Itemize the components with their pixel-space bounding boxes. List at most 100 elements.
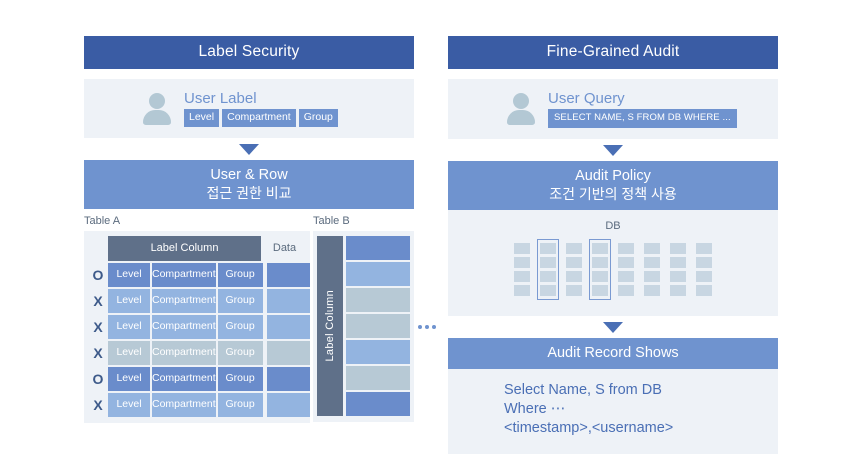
db-cell xyxy=(592,285,608,296)
user-query-chips: SELECT NAME, S FROM DB WHERE ... xyxy=(548,109,737,128)
db-cell xyxy=(514,257,530,268)
table-b-cell xyxy=(346,262,410,286)
user-label-box: User Label Level Compartment Group xyxy=(84,79,414,138)
db-cell xyxy=(618,271,634,282)
stage-title-ko: 접근 권한 비교 xyxy=(206,185,292,201)
table-a-header-data: Data xyxy=(263,236,306,261)
cell-data xyxy=(266,367,310,391)
cell-level: Level xyxy=(108,263,150,287)
cell-compartment: Compartment xyxy=(152,289,216,313)
cell-compartment: Compartment xyxy=(152,367,216,391)
db-cell xyxy=(566,257,582,268)
diagram-canvas: Label Security User Label Level Compartm… xyxy=(84,0,778,454)
db-column xyxy=(537,239,559,300)
audit-record-line-3: <timestamp>,<username> xyxy=(504,420,674,436)
stage-title-ko: 조건 기반의 정책 사용 xyxy=(549,186,677,202)
panel-title-fine-grained-audit: Fine-Grained Audit xyxy=(448,36,778,69)
audit-record-box: Select Name, S from DB Where ⋯ <timestam… xyxy=(448,369,778,454)
chip-level[interactable]: Level xyxy=(184,109,220,127)
db-cell xyxy=(592,271,608,282)
db-cell xyxy=(644,285,660,296)
allow-marker-icon: O xyxy=(92,267,104,283)
user-query-box: User Query SELECT NAME, S FROM DB WHERE … xyxy=(448,79,778,139)
db-cell xyxy=(696,257,712,268)
table-b-label-column-text: Label Column xyxy=(324,290,336,362)
fine-grained-audit-panel: Fine-Grained Audit User Query SELECT NAM… xyxy=(448,0,778,454)
panel-title-label-security: Label Security xyxy=(84,36,414,69)
table-b-box: Label Column xyxy=(313,231,436,422)
flow-arrow-right-2 xyxy=(448,316,778,338)
cell-compartment: Compartment xyxy=(152,393,216,417)
db-column xyxy=(615,239,637,300)
cell-data xyxy=(266,341,310,365)
chip-compartment[interactable]: Compartment xyxy=(222,109,296,127)
db-column xyxy=(563,239,585,300)
cell-level: Level xyxy=(108,341,150,365)
db-cell xyxy=(670,271,686,282)
cell-group: Group xyxy=(217,393,263,417)
db-cell xyxy=(514,285,530,296)
db-cell xyxy=(644,243,660,254)
table-b-caption: Table B xyxy=(313,215,350,227)
triangle-down-icon xyxy=(603,144,623,156)
db-cell xyxy=(540,285,556,296)
label-security-panel: Label Security User Label Level Compartm… xyxy=(84,0,436,435)
deny-marker-icon: X xyxy=(93,293,103,309)
cell-data xyxy=(266,393,310,417)
cell-level: Level xyxy=(108,367,150,391)
table-b-cell xyxy=(346,314,410,338)
db-cell xyxy=(618,243,634,254)
user-avatar-icon xyxy=(506,93,536,125)
cell-compartment: Compartment xyxy=(152,341,216,365)
table-b-cell xyxy=(346,340,410,364)
audit-record-title: Audit Record Shows xyxy=(547,345,679,361)
db-cell xyxy=(566,271,582,282)
chip-group[interactable]: Group xyxy=(298,109,338,127)
deny-marker-icon: X xyxy=(93,345,103,361)
db-cell xyxy=(644,257,660,268)
cell-compartment: Compartment xyxy=(152,263,216,287)
table-b-cell xyxy=(346,288,410,312)
db-cell xyxy=(618,257,634,268)
table-a-header-label-column: Label Column xyxy=(108,236,261,261)
audit-record-line-2: Where ⋯ xyxy=(504,401,566,417)
user-label-chips: Level Compartment Group xyxy=(184,109,338,127)
table-a-caption: Table A xyxy=(84,215,121,227)
db-cell xyxy=(514,271,530,282)
stage-audit-policy: Audit Policy 조건 기반의 정책 사용 xyxy=(448,161,778,210)
flow-arrow-left-1 xyxy=(84,138,414,160)
db-grid-box: DB xyxy=(448,210,778,316)
db-cell xyxy=(514,243,530,254)
user-query-title: User Query xyxy=(548,90,625,107)
cell-group: Group xyxy=(217,341,263,365)
db-column xyxy=(511,239,533,300)
db-column xyxy=(589,239,611,300)
cell-group: Group xyxy=(217,315,263,339)
db-cell xyxy=(566,243,582,254)
user-label-row: User Label Level Compartment Group xyxy=(84,79,414,138)
user-avatar-icon xyxy=(142,92,172,125)
more-indicator xyxy=(418,324,436,329)
table-b-cell xyxy=(346,236,410,260)
triangle-down-icon xyxy=(239,143,259,155)
cell-group: Group xyxy=(217,263,263,287)
db-cell xyxy=(670,285,686,296)
triangle-down-icon xyxy=(603,321,623,333)
deny-marker-icon: X xyxy=(93,397,103,413)
db-cell xyxy=(696,243,712,254)
query-string[interactable]: SELECT NAME, S FROM DB WHERE ... xyxy=(548,109,737,128)
db-cell xyxy=(670,243,686,254)
cell-data xyxy=(266,263,310,287)
table-a-header-row: Label Column Data xyxy=(108,236,306,261)
